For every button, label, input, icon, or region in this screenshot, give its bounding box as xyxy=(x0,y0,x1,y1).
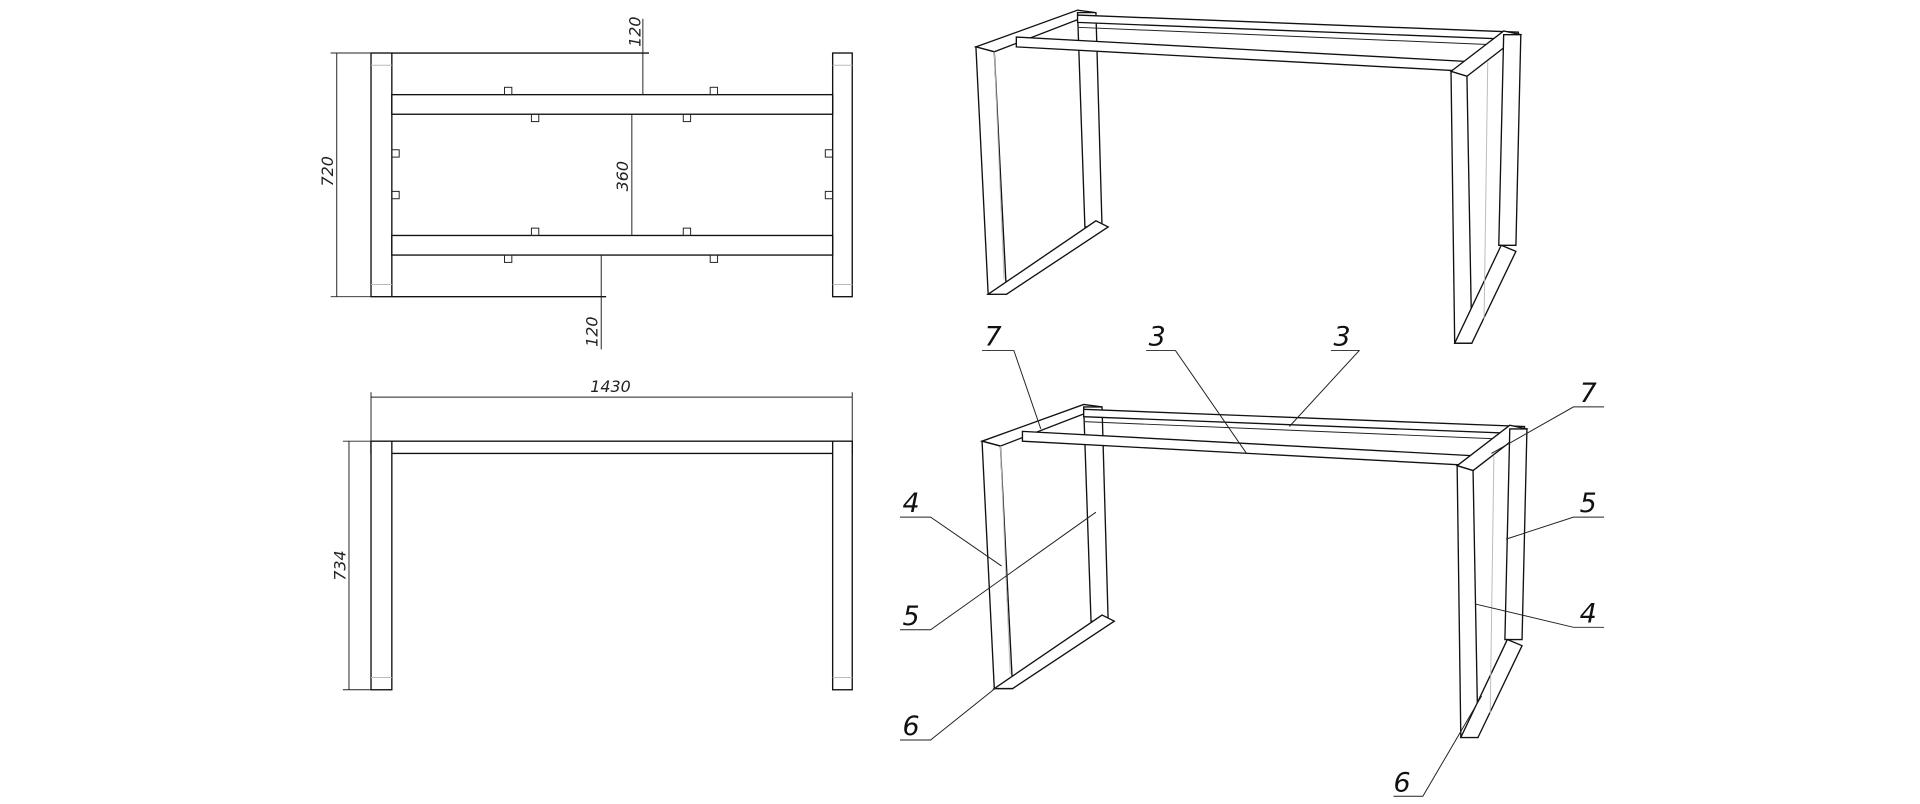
dim-360: 360 xyxy=(613,161,632,191)
dim-1430: 1430 xyxy=(590,377,630,396)
callout-4-left: 4 xyxy=(902,488,919,519)
top-view: 720 120 360 120 xyxy=(318,17,853,350)
callout-3-left: 3 xyxy=(1149,322,1166,353)
isometric-view xyxy=(973,9,1528,739)
callout-3-right: 3 xyxy=(1333,322,1350,353)
front-view: 1430 734 xyxy=(330,377,853,691)
callout-5-left: 5 xyxy=(902,601,919,632)
rail-bottom xyxy=(391,234,834,256)
callouts: 7 3 3 7 4 5 5 4 6 6 xyxy=(900,322,1605,798)
brackets xyxy=(391,86,834,263)
callout-6-right: 6 xyxy=(1393,767,1410,798)
right-leg-front xyxy=(831,440,853,691)
callout-4-right: 4 xyxy=(1580,598,1597,629)
dim-120-top: 120 xyxy=(625,17,644,47)
rail-top xyxy=(391,93,834,115)
top-rail-front xyxy=(370,440,853,455)
dim-720: 720 xyxy=(318,156,337,186)
dim-734: 734 xyxy=(330,550,349,580)
callout-7-right: 7 xyxy=(1580,378,1597,409)
dim-120-bottom: 120 xyxy=(583,317,602,347)
left-leg-front xyxy=(370,440,393,691)
callout-5-right: 5 xyxy=(1580,488,1597,519)
callout-7-left: 7 xyxy=(984,322,1001,353)
right-leg-top xyxy=(831,52,853,298)
callout-6-left: 6 xyxy=(902,711,919,742)
left-leg-top xyxy=(370,52,393,298)
